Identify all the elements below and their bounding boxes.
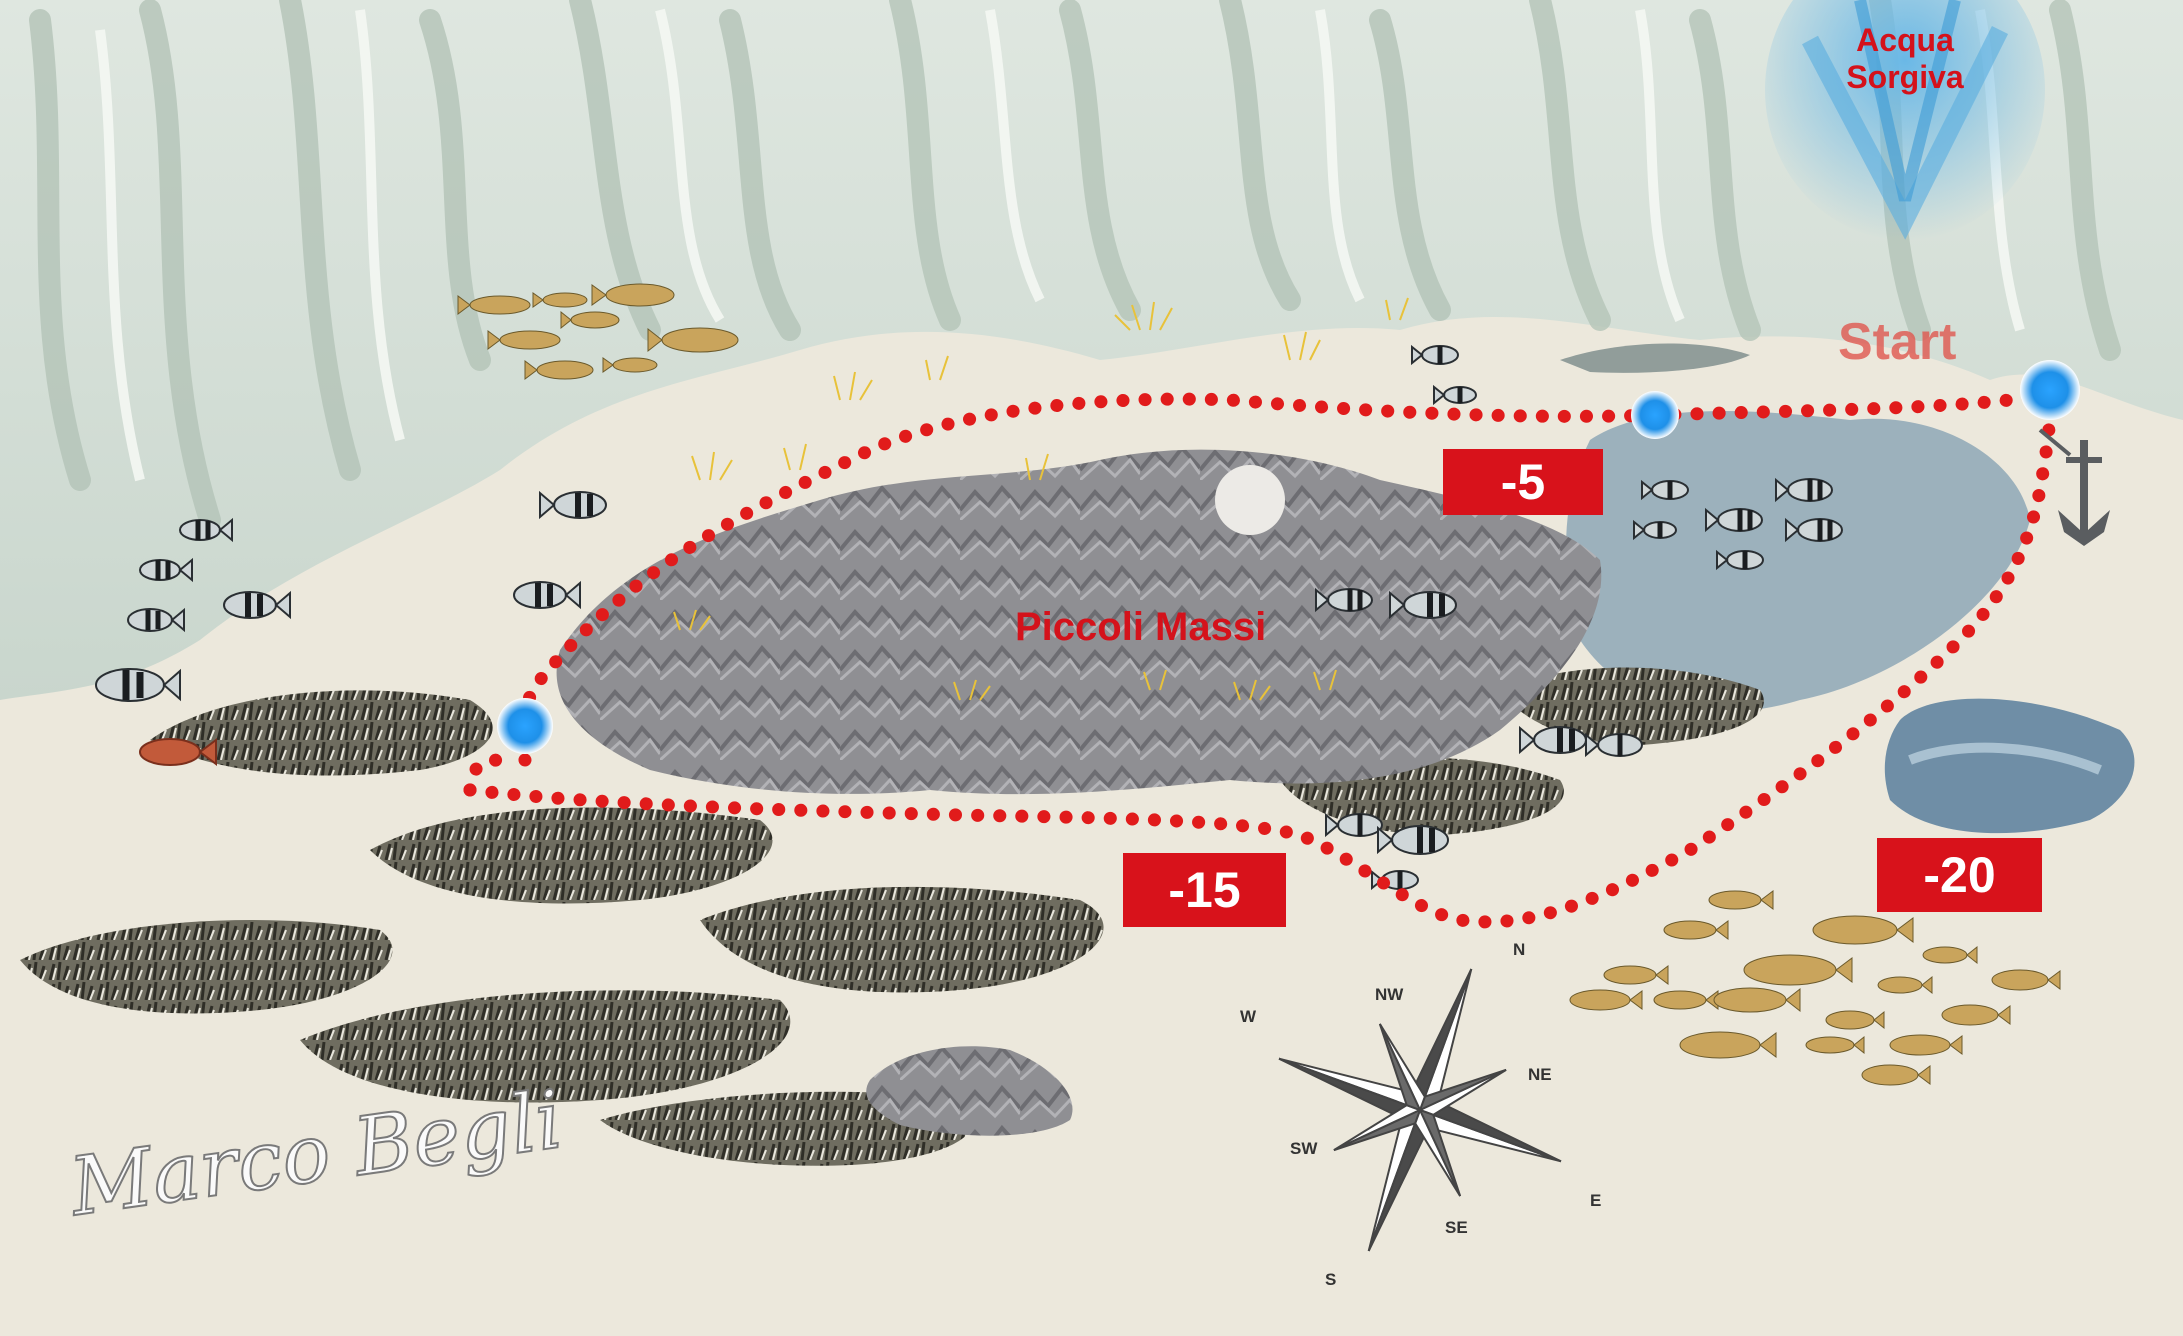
compass-s: S <box>1325 1270 1336 1289</box>
white-boulder <box>1215 465 1285 535</box>
fish-school-top <box>457 283 739 380</box>
anchor-icon <box>2038 428 2110 546</box>
small-rock <box>866 1046 1073 1136</box>
striped-fish <box>95 344 1843 891</box>
depth-marker-20: -20 <box>1877 838 2042 912</box>
spring-label: Acqua Sorgiva <box>1800 22 2010 96</box>
compass-n: N <box>1513 940 1525 959</box>
start-label: Start <box>1838 313 1957 371</box>
compass-e: E <box>1590 1191 1601 1210</box>
fish-school-bottom <box>1569 890 2061 1086</box>
dive-route <box>463 388 2057 929</box>
spring-label-line2: Sorgiva <box>1846 58 1964 95</box>
compass-ne: NE <box>1528 1065 1552 1084</box>
waypoint-mid <box>1631 391 1679 439</box>
red-fish <box>139 738 217 766</box>
boulder-field <box>556 449 1602 795</box>
waypoint-start <box>2020 360 2080 420</box>
site-name-label: Piccoli Massi <box>1015 605 1267 649</box>
yellow-algae <box>673 297 1409 701</box>
blue-rock-highlight <box>1908 742 2102 775</box>
wall-ridges <box>29 0 2121 531</box>
depth-marker-15: -15 <box>1123 853 1286 927</box>
compass-nw: NW <box>1375 985 1404 1004</box>
waypoint-west <box>497 698 553 754</box>
large-fish-silhouette <box>1560 343 1750 373</box>
compass-w: W <box>1240 1007 1257 1026</box>
compass-rose-icon: N NE E SE S SW W NW <box>1240 940 1601 1289</box>
seagrass-beds <box>20 667 1764 1166</box>
spring-label-line1: Acqua <box>1856 22 1954 58</box>
depth-marker-5: -5 <box>1443 449 1603 515</box>
compass-sw: SW <box>1290 1139 1318 1158</box>
spring-water <box>1765 0 2045 240</box>
rock-wall <box>0 0 2183 700</box>
blue-rock-right <box>1884 698 2135 834</box>
compass-se: SE <box>1445 1218 1468 1237</box>
